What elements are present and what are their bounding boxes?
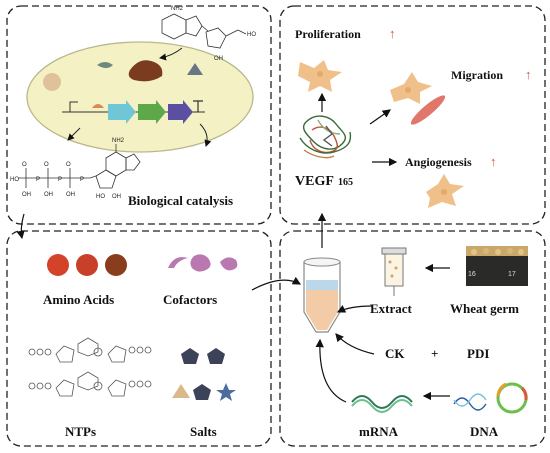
metabolite-teal [97, 62, 113, 68]
chem-label: OH [44, 192, 53, 198]
metabolite-triangle [187, 63, 203, 75]
cofactor-shape [168, 257, 188, 268]
atp-structure-top [161, 13, 247, 49]
chem-label: O [66, 162, 71, 168]
chem-label: OH [112, 194, 121, 200]
proliferation-label: Proliferation [295, 27, 361, 41]
arrow-ck-pdi-to-tube [335, 333, 375, 355]
salt-star [216, 383, 236, 401]
endothelial-cell-migration-2 [410, 95, 446, 125]
arrow-to-migration [369, 109, 391, 125]
plasmid-icon [496, 382, 528, 414]
salt-pentagon [207, 348, 225, 364]
angiogenesis-label: Angiogenesis [405, 155, 472, 169]
ruler-mark: 16 [468, 271, 476, 278]
reaction-tube [303, 257, 341, 333]
gene-circuit [62, 100, 205, 124]
extract-vial [381, 247, 407, 296]
dna-strand [453, 393, 487, 411]
chem-label: P [36, 177, 40, 183]
up-arrow-icon: ↑ [525, 67, 532, 82]
gene-purple [168, 100, 193, 124]
flow-arrow [199, 123, 212, 147]
pdi-label: PDI [467, 346, 489, 361]
extract-label: Extract [370, 301, 413, 316]
metabolite-blob [43, 73, 61, 91]
chem-label: P [80, 177, 84, 183]
gene-green [138, 100, 166, 124]
arrow-components-to-tube [251, 276, 302, 291]
chem-label: OH [214, 56, 223, 62]
wheat-germ-label: Wheat germ [450, 301, 519, 316]
salt-pentagon [193, 384, 211, 400]
amino-acids-label: Amino Acids [43, 292, 114, 307]
panel-cell-free-system [279, 230, 546, 447]
amino-acid-bead [105, 254, 127, 276]
arrow-biocatalysis-to-components [16, 213, 25, 240]
chem-label: HO [96, 194, 105, 200]
ruler-mark: 17 [508, 271, 516, 278]
cofactor-shape [220, 257, 238, 271]
ntps-label: NTPs [65, 424, 96, 439]
ck-label: CK [385, 346, 405, 361]
arrow-extract-to-tube [336, 305, 373, 313]
cofactor-shape [190, 254, 211, 272]
vegf-isoform-label: 165 [338, 177, 353, 188]
chem-label: NH2 [112, 138, 125, 144]
cofactors-label: Cofactors [163, 292, 217, 307]
arrow-mrna-to-tube [315, 338, 347, 403]
mrna-strand [351, 395, 413, 413]
ntp-structures [28, 337, 152, 397]
flow-arrow [159, 47, 183, 61]
salt-triangle [172, 384, 190, 398]
vegf-label: VEGF [295, 174, 334, 189]
chem-label: OH [66, 192, 75, 198]
chem-label: OH [22, 192, 31, 198]
chem-label: HO [10, 177, 19, 183]
amino-acid-bead [76, 254, 98, 276]
up-arrow-icon: ↑ [389, 26, 396, 41]
panel-biological-catalysis [6, 5, 272, 225]
gene-cyan [108, 100, 136, 124]
dna-label: DNA [470, 424, 499, 439]
wheat-germ-image [466, 246, 528, 286]
flow-arrow [67, 127, 81, 141]
amino-acid-bead [47, 254, 69, 276]
panel-vegf-effects [279, 5, 546, 225]
endothelial-cell-migration-1 [390, 72, 432, 104]
cell-nucleus [405, 87, 411, 93]
salts-label: Salts [190, 424, 217, 439]
enzyme-blob [128, 60, 163, 82]
chem-label: O [22, 162, 27, 168]
panel-components [6, 230, 272, 447]
biological-catalysis-label: Biological catalysis [128, 193, 233, 208]
chem-label: NH2 [171, 6, 184, 12]
migration-label: Migration [451, 68, 503, 82]
mrna-label: mRNA [359, 424, 399, 439]
up-arrow-icon: ↑ [490, 154, 497, 169]
salt-pentagon [181, 348, 199, 364]
atp-structure-bottom [18, 144, 141, 189]
plus-label: + [431, 346, 438, 361]
cell-nucleus [441, 189, 447, 195]
cell-nucleus [317, 71, 323, 77]
vegf-protein-structure [299, 115, 352, 159]
chem-label: P [58, 177, 62, 183]
chem-label: O [44, 162, 49, 168]
chem-label: HO [247, 32, 256, 38]
